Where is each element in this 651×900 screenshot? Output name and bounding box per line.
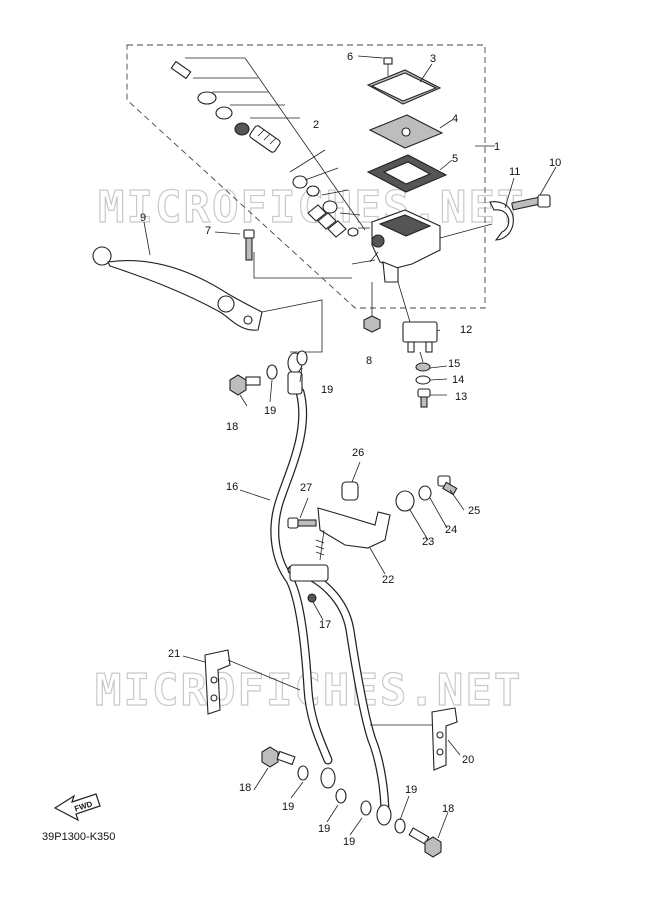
callout-18-lower-left: 18 [239, 782, 251, 794]
label-leaders [143, 55, 557, 839]
brake-switch [402, 321, 438, 353]
callout-19-c: 19 [282, 801, 294, 813]
callout-13: 13 [455, 391, 467, 403]
callout-2: 2 [313, 119, 319, 131]
callout-23: 23 [422, 536, 434, 548]
diaphragm [366, 154, 448, 193]
callout-19-a: 19 [264, 405, 276, 417]
callout-3: 3 [430, 53, 436, 65]
callout-24: 24 [445, 524, 457, 536]
callout-9: 9 [140, 212, 146, 224]
assembly-leaders [253, 145, 495, 363]
hose-bracket [315, 507, 391, 561]
washer-15 [415, 362, 431, 372]
brake-lever [92, 246, 263, 331]
washer-ll-b [335, 788, 347, 804]
callout-12: 12 [460, 324, 472, 336]
hose-holder-20 [431, 707, 458, 771]
bolt-27 [287, 517, 317, 529]
callout-16: 16 [226, 481, 238, 493]
callout-5: 5 [452, 153, 458, 165]
union-bolt-lower-left [261, 746, 296, 768]
collar-26 [341, 481, 359, 501]
callout-10: 10 [549, 157, 561, 169]
union-bolt-lower-right [408, 827, 442, 858]
cap-screw [383, 57, 393, 76]
washer-lr-a [360, 800, 372, 816]
diagram-code: 39P1300-K350 [42, 831, 115, 843]
callout-25: 25 [468, 505, 480, 517]
callout-17: 17 [319, 619, 331, 631]
callout-20: 20 [462, 754, 474, 766]
washer-14 [415, 375, 431, 385]
hose-guide [289, 564, 329, 603]
master-cylinder-body [371, 209, 441, 283]
callout-19-e: 19 [343, 836, 355, 848]
bolt-25 [437, 475, 458, 496]
callout-19-f: 19 [405, 784, 417, 796]
callout-19-b: 19 [321, 384, 333, 396]
pivot-bolt [243, 229, 255, 261]
callout-27: 27 [300, 482, 312, 494]
washer-top-b [296, 350, 308, 366]
callout-21: 21 [168, 648, 180, 660]
callout-18-top: 18 [226, 421, 238, 433]
piston-kit [170, 60, 359, 238]
assembly-boundary [126, 44, 486, 309]
holder [489, 201, 514, 241]
pivot-nut [363, 315, 381, 333]
callout-14: 14 [452, 374, 464, 386]
washer-ll-a [297, 765, 309, 781]
callout-7: 7 [205, 225, 211, 237]
banjo-lower-left [320, 767, 336, 789]
fwd-arrow-icon: FWD [53, 793, 101, 822]
callout-4: 4 [452, 113, 458, 125]
damper-23 [395, 490, 415, 512]
kit-leader-lines [185, 57, 370, 231]
holder-leaders [227, 659, 432, 726]
holder-bolt [511, 194, 551, 211]
banjo-lower-right [376, 804, 392, 826]
callout-6: 6 [347, 51, 353, 63]
callout-1: 1 [494, 141, 500, 153]
callout-11: 11 [509, 166, 520, 178]
callout-19-d: 19 [318, 823, 330, 835]
callout-22: 22 [382, 574, 394, 586]
callout-15: 15 [448, 358, 460, 370]
callout-26: 26 [352, 447, 364, 459]
switch-screw [417, 388, 431, 408]
hose-holder-21 [204, 649, 231, 715]
union-bolt-top [229, 374, 261, 396]
diaphragm-plate [368, 114, 444, 149]
collar-24 [418, 485, 432, 501]
washer-top-a [266, 364, 278, 380]
callout-18-lower-right: 18 [442, 803, 454, 815]
callout-8: 8 [366, 355, 372, 367]
reservoir-cap [366, 69, 442, 105]
washer-lr-b [394, 818, 406, 834]
